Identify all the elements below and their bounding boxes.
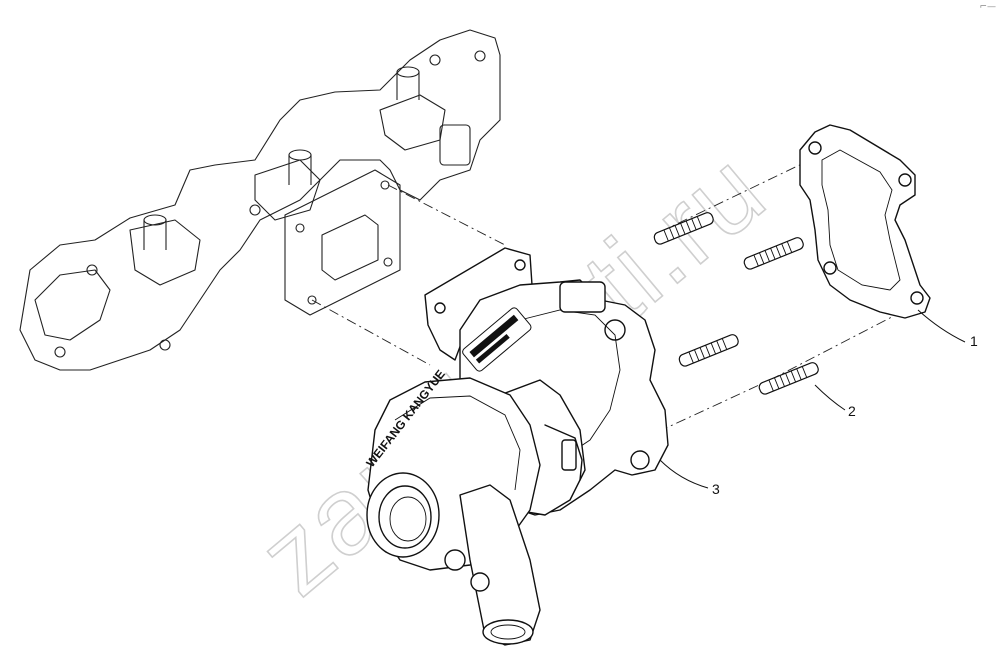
callout-1: 1 bbox=[970, 333, 978, 349]
stud bbox=[653, 212, 714, 245]
turbo-gasket bbox=[799, 124, 931, 319]
studs bbox=[653, 212, 819, 395]
callout-2: 2 bbox=[848, 403, 856, 419]
housing-plate bbox=[462, 307, 532, 372]
stud bbox=[678, 334, 739, 367]
callouts: 1 2 3 bbox=[659, 309, 978, 497]
corner-mark: ⌐— bbox=[979, 2, 996, 12]
turbocharger: WEIFANG KANGYUE bbox=[363, 247, 669, 646]
stud bbox=[743, 237, 804, 270]
stud bbox=[758, 362, 819, 395]
callout-3: 3 bbox=[712, 481, 720, 497]
exhaust-manifold bbox=[19, 29, 501, 371]
